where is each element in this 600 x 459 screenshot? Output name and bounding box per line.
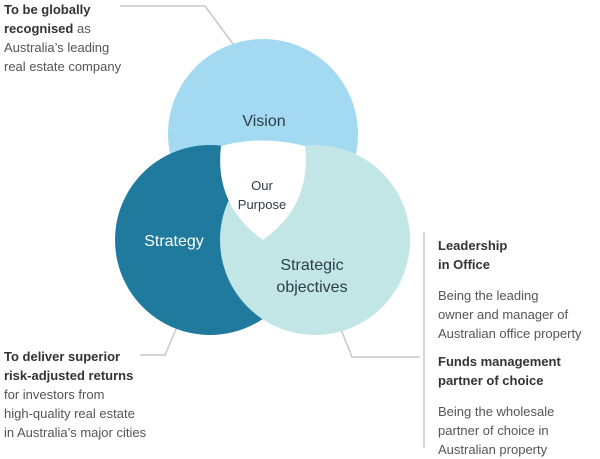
our-purpose-label-line1: Our [251,178,273,193]
vision-note-line3: Australia’s leading [4,40,110,55]
strategy-note-line1: To deliver superior [4,349,121,364]
objective-title-line1: Leadership [438,238,508,253]
objective-title-line1: Funds management [438,354,561,369]
our-purpose-center [220,140,306,240]
objective-body-line2: partner of choice in [438,423,549,438]
objective-body-line1: Being the leading [438,288,539,303]
strategy-label: Strategy [144,233,204,250]
strategy-note: To deliver superior risk-adjusted return… [4,347,146,442]
strategy-note-line2: risk-adjusted returns [4,368,134,383]
vision-label: Vision [242,113,285,130]
strategic-objectives-label-line1: Strategic [280,257,343,274]
strategy-note-line4: high-quality real estate [4,406,135,421]
objective-title-line2: partner of choice [438,373,544,388]
objective-body-line2: owner and manager of [438,307,569,322]
objective-title-line2: in Office [438,257,491,272]
objectives-connector-line [337,321,420,358]
strategy-note-line5: in Australia’s major cities [4,425,147,440]
vision-note-line2-normal: as [73,21,91,36]
vision-note-line4: real estate company [4,59,122,74]
objective-body-line3: Australian property [438,442,548,457]
strategic-objectives-label-line2: objectives [276,279,347,296]
purpose-venn-diagram: Vision Strategy Strategic objectives Our… [115,5,425,448]
vision-note: To be globally recognised as Australia’s… [4,0,121,76]
objective-note-funds-management: Funds management partner of choice Being… [438,352,561,459]
objective-body-line3: Australian office property [438,326,582,341]
objective-body-line1: Being the wholesale [438,404,555,419]
strategy-note-line3: for investors from [4,387,105,402]
strategy-connector-line [140,319,181,356]
vision-note-line2: recognised as [4,19,121,38]
vision-note-line2-bold: recognised [4,21,74,36]
vision-connector-line [120,5,246,61]
objective-note-leadership: Leadership in Office Being the leading o… [438,236,582,343]
our-purpose-label-line2: Purpose [238,197,286,212]
vision-note-line1: To be globally [4,2,91,17]
